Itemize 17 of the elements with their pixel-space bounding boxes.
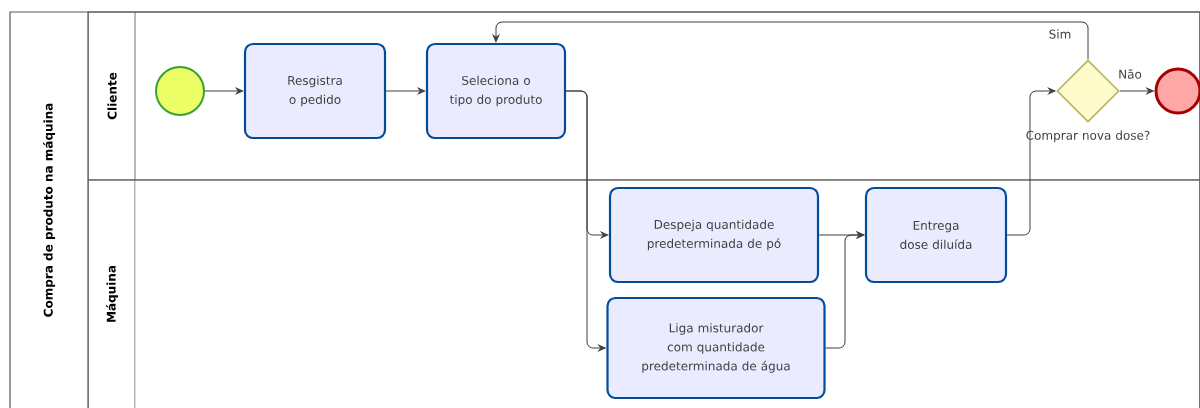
task-box: Entrega dose diluída <box>864 186 1008 284</box>
end-event <box>1154 67 1200 115</box>
edge-label: Não <box>1117 68 1143 80</box>
arrow <box>204 87 244 95</box>
start-event <box>155 66 205 116</box>
arrow <box>825 231 865 349</box>
arrow <box>492 21 1089 60</box>
arrow <box>385 87 426 95</box>
task-box: Liga misturador com quantidade predeterminada de água <box>606 296 826 400</box>
arrow <box>1119 87 1154 95</box>
arrow <box>565 90 606 352</box>
arrow <box>1006 87 1056 236</box>
task-box: Seleciona o tipo do produto <box>425 42 567 140</box>
edge-label: Sim <box>1047 28 1073 40</box>
task-box: Resgistra o pedido <box>243 42 387 140</box>
task-box: Despeja quantidade predeterminada de pó <box>608 186 820 284</box>
node-label: Comprar nova dose? <box>1026 130 1150 143</box>
